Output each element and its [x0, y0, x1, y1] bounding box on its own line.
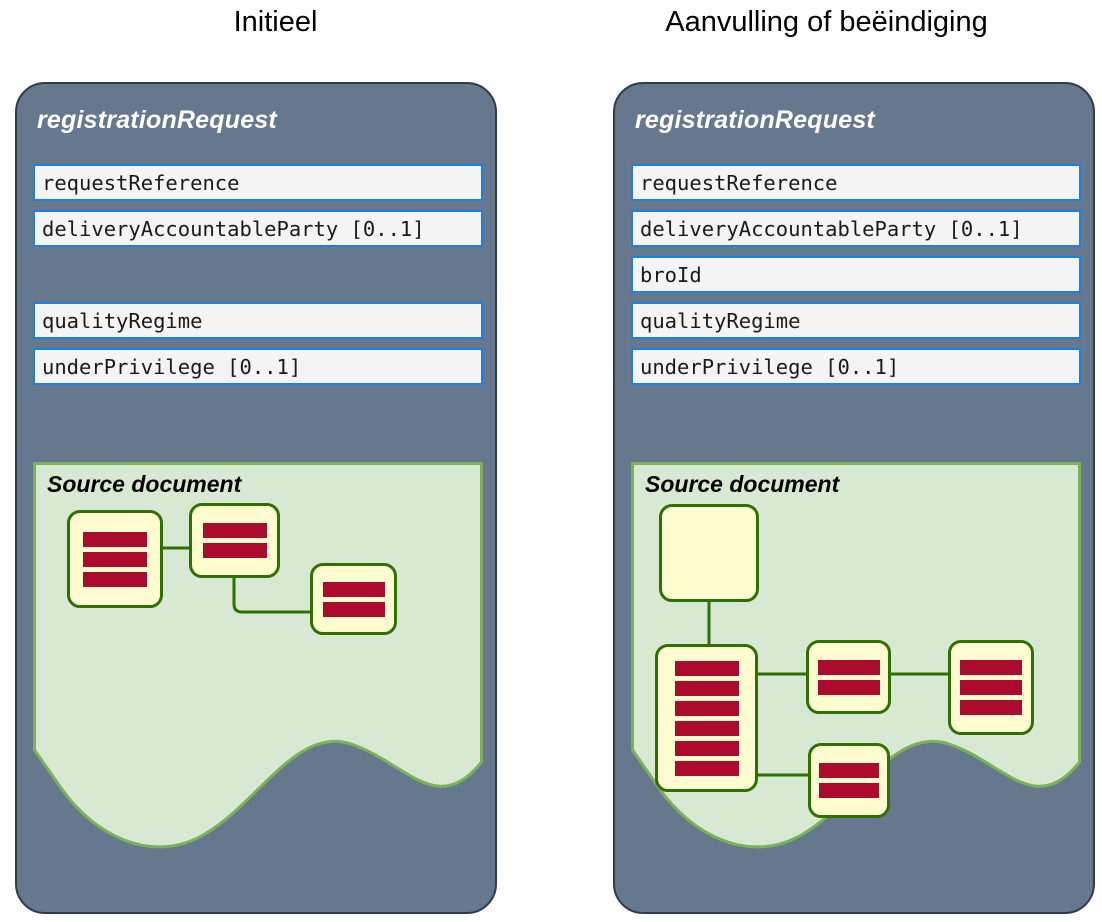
source-document-initial: Source document: [33, 462, 483, 912]
node-bar: [960, 700, 1022, 715]
node-bar: [819, 783, 879, 798]
node-bar: [83, 531, 147, 547]
registration-request-card-initial: registrationRequest requestReference deli…: [15, 82, 497, 914]
graph-node[interactable]: [655, 644, 758, 792]
column-title-initial: Initieel: [233, 6, 318, 38]
card-title: registrationRequest: [635, 106, 875, 134]
field-label: qualityRegime: [640, 308, 801, 333]
source-document-graph-initial: [33, 462, 483, 912]
node-bar: [819, 763, 879, 778]
field-row[interactable]: deliveryAccountableParty [0..1]: [33, 210, 483, 247]
node-bar: [322, 581, 385, 597]
field-label: underPrivilege [0..1]: [640, 354, 900, 379]
field-row[interactable]: broId: [631, 256, 1081, 293]
field-label: deliveryAccountableParty [0..1]: [42, 216, 425, 241]
registration-request-card-amendment: registrationRequest requestReference deli…: [613, 82, 1095, 914]
graph-edges: [163, 546, 310, 614]
field-row[interactable]: underPrivilege [0..1]: [631, 348, 1081, 385]
node-bar: [960, 680, 1022, 695]
source-document-graph-amendment: [631, 462, 1081, 912]
node-bar: [202, 523, 267, 538]
field-row[interactable]: qualityRegime: [631, 302, 1081, 339]
graph-node[interactable]: [67, 510, 163, 608]
graph-node[interactable]: [806, 640, 891, 714]
panel-column-initial: Initieel registrationRequest requestRefe…: [15, 6, 497, 914]
field-list-initial: requestReference deliveryAccountableParty…: [33, 164, 483, 394]
node-bar: [674, 660, 739, 676]
node-bar: [817, 679, 880, 695]
column-title-amendment: Aanvulling of beëindiging: [665, 6, 988, 38]
graph-node[interactable]: [948, 640, 1034, 735]
node-bar: [322, 601, 385, 617]
node-bar: [674, 700, 739, 716]
field-label: deliveryAccountableParty [0..1]: [640, 216, 1023, 241]
field-row[interactable]: requestReference: [33, 164, 483, 201]
field-list-amendment: requestReference deliveryAccountableParty…: [631, 164, 1081, 394]
graph-edge: [232, 578, 310, 614]
node-bar: [83, 551, 147, 567]
panel-column-amendment: Aanvulling of beëindiging registrationRe…: [551, 0, 1102, 922]
field-row[interactable]: requestReference: [631, 164, 1081, 201]
card-title: registrationRequest: [37, 106, 277, 134]
node-bar: [674, 680, 739, 696]
node-bar: [202, 543, 267, 558]
graph-node[interactable]: [659, 504, 759, 602]
field-row-spacer: [33, 256, 483, 293]
graph-edges: [707, 602, 948, 777]
field-row[interactable]: underPrivilege [0..1]: [33, 348, 483, 385]
node-bar: [83, 571, 147, 587]
field-row[interactable]: deliveryAccountableParty [0..1]: [631, 210, 1081, 247]
field-label: broId: [640, 262, 702, 287]
node-bar: [817, 659, 880, 675]
graph-node[interactable]: [808, 743, 890, 818]
source-document-title: Source document: [47, 471, 242, 497]
node-bar: [674, 740, 739, 756]
field-label: requestReference: [640, 170, 838, 195]
graph-node[interactable]: [189, 503, 280, 578]
graph-node[interactable]: [310, 563, 397, 635]
node-bar: [674, 760, 739, 776]
source-document-title: Source document: [645, 471, 840, 497]
source-document-amendment: Source document: [631, 462, 1081, 912]
node-bar: [960, 660, 1022, 675]
field-label: qualityRegime: [42, 308, 203, 333]
field-label: underPrivilege [0..1]: [42, 354, 302, 379]
node-bar: [674, 720, 739, 736]
field-row[interactable]: qualityRegime: [33, 302, 483, 339]
field-label: requestReference: [42, 170, 240, 195]
